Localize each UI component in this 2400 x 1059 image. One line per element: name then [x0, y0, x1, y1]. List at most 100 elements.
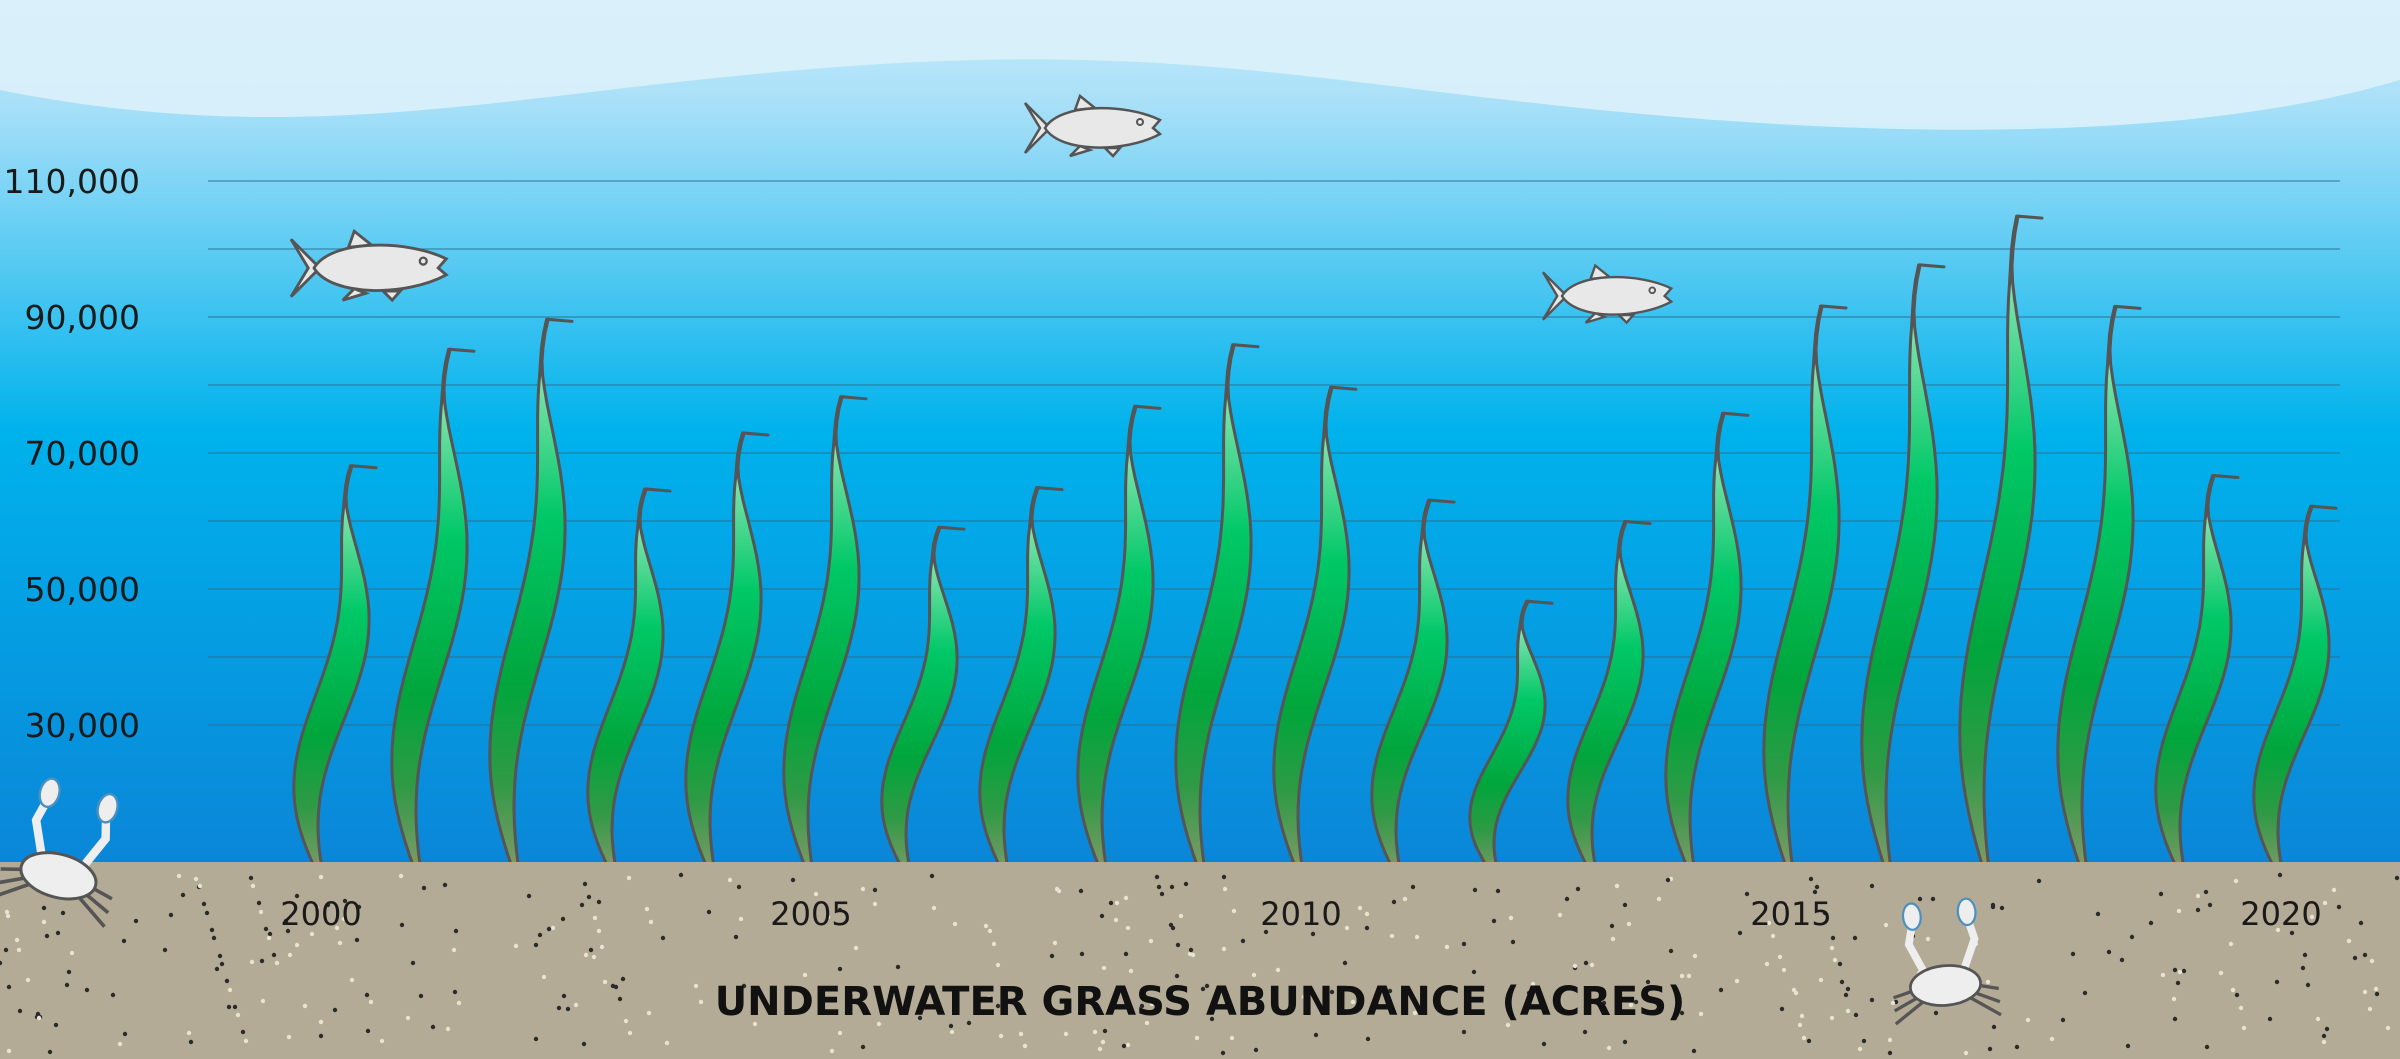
x-tick-label: 2000 — [280, 895, 361, 933]
sand-dot — [2218, 970, 2224, 976]
sand-dot — [1220, 1050, 1226, 1056]
sand-dot — [1313, 1032, 1319, 1038]
grass-bar-2001 — [390, 347, 476, 884]
sand-dot — [602, 979, 608, 985]
sand-dot — [1123, 951, 1129, 957]
sand-dot — [1883, 922, 1889, 928]
sand-dot — [1253, 1047, 1259, 1053]
sand-dot — [1364, 911, 1370, 917]
sand-dot — [2230, 987, 2236, 993]
sand-dot — [162, 947, 168, 953]
sand-dot — [1402, 896, 1408, 902]
sand-dot — [1801, 1035, 1807, 1041]
sand-dot — [1148, 938, 1154, 944]
sand-dot — [853, 945, 859, 951]
sand-dot — [1495, 888, 1501, 894]
sand-dot — [285, 928, 291, 934]
sand-dot — [1777, 954, 1783, 960]
sand-dot — [399, 922, 405, 928]
sand-dot — [2119, 957, 2125, 963]
sand-dot — [752, 1021, 758, 1027]
sand-dot — [2238, 1005, 2244, 1011]
sand-dot — [2171, 996, 2177, 1002]
sand-dot — [349, 977, 355, 983]
sand-dot — [2014, 1044, 2020, 1050]
sand-dot — [41, 919, 47, 925]
sand-dot — [1963, 1050, 1969, 1056]
sand-dot — [693, 983, 699, 989]
sand-dot — [1149, 1001, 1155, 1007]
sand-dot — [1113, 917, 1119, 923]
sand-dot — [1582, 1029, 1588, 1035]
sand-dot — [309, 931, 315, 937]
sand-dot — [6, 1048, 12, 1054]
sand-dot — [2241, 1025, 2247, 1031]
sand-dot — [1628, 1002, 1634, 1008]
sand-dot — [2367, 1006, 2373, 1012]
sand-dot — [318, 1019, 324, 1025]
sand-dot — [1121, 1043, 1127, 1049]
sand-dot — [1583, 1004, 1589, 1010]
sand-dot — [341, 916, 347, 922]
sand-dot — [1818, 977, 1824, 983]
sand-dot — [565, 1006, 571, 1012]
sand-dot — [617, 996, 623, 1002]
sand-dot — [1221, 946, 1227, 952]
sand-dot — [541, 974, 547, 980]
sand-dot — [983, 923, 989, 929]
sand-dot — [646, 1010, 652, 1016]
sand-dot — [1656, 896, 1662, 902]
sand-dot — [952, 921, 958, 927]
grass-bar-2018 — [2056, 304, 2142, 884]
sand-dot — [813, 891, 819, 897]
sand-dot — [2125, 1043, 2131, 1049]
sand-dot — [337, 940, 343, 946]
sand-dot — [1389, 933, 1395, 939]
sand-dot — [250, 883, 256, 889]
sand-dot — [2195, 893, 2201, 899]
sand-dot — [706, 909, 712, 915]
sand-dot — [2385, 1025, 2391, 1031]
sand-dot — [1999, 905, 2005, 911]
sand-dot — [1128, 968, 1134, 974]
sand-dot — [1200, 986, 1206, 992]
sand-dot — [998, 1033, 1004, 1039]
sand-dot — [1510, 939, 1516, 945]
sand-dot — [1806, 1038, 1812, 1044]
sand-dot — [318, 1033, 324, 1039]
sand-dot — [738, 916, 744, 922]
water-surface-wave — [0, 0, 2400, 130]
grass-bar-2002 — [488, 317, 574, 884]
sand-dot — [1461, 1029, 1467, 1035]
sand-dot — [451, 947, 457, 953]
sand-dot — [1764, 961, 1770, 967]
sand-dot — [2175, 980, 2181, 986]
sand-dot — [2207, 902, 2213, 908]
sand-dot — [1572, 963, 1578, 969]
sand-dot — [591, 954, 597, 960]
grass-bar-2015 — [1762, 304, 1848, 884]
sand-dot — [286, 1034, 292, 1040]
sand-dot — [2394, 875, 2400, 881]
sand-dot — [302, 1003, 308, 1009]
sand-dot — [2070, 951, 2076, 957]
sand-dot — [2204, 1044, 2210, 1050]
sand-dot — [1412, 1010, 1418, 1016]
sand-dot — [2275, 927, 2281, 933]
sand-dot — [596, 928, 602, 934]
sand-dot — [1691, 1048, 1697, 1054]
crab-icon — [0, 777, 119, 928]
sand-dot — [620, 976, 626, 982]
y-tick-label: 70,000 — [25, 434, 140, 473]
sand-dot — [1108, 900, 1114, 906]
sand-dot — [1092, 1029, 1098, 1035]
sand-dot — [1622, 1039, 1628, 1045]
sand-dot — [2267, 1016, 2273, 1022]
chart-title: UNDERWATER GRASS ABUNDANCE (ACRES) — [715, 979, 1686, 1025]
sand-dot — [526, 893, 532, 899]
sand-dot — [456, 1000, 462, 1006]
sand-dot — [2302, 952, 2308, 958]
sand-dot — [1766, 920, 1772, 926]
sand-dot — [2148, 920, 2154, 926]
sand-dot — [1350, 999, 1356, 1005]
